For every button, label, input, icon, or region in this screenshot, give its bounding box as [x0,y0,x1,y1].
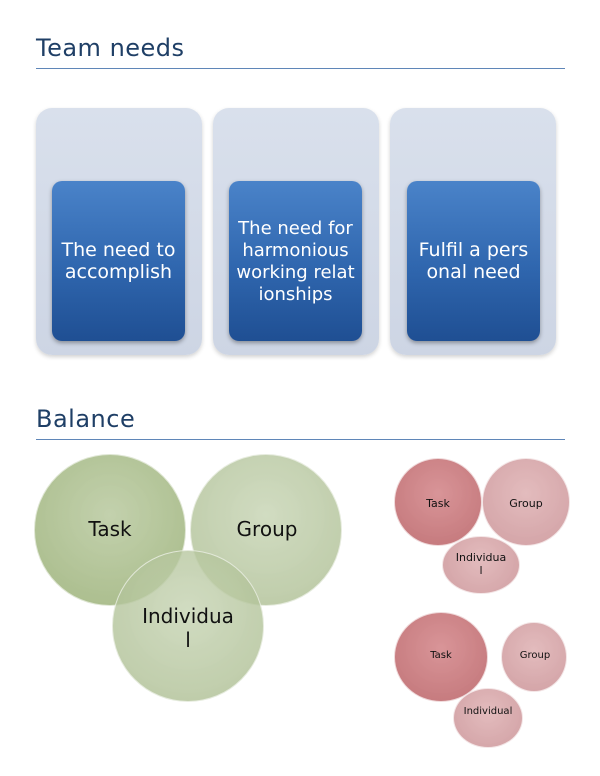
venn-small-top-group-label: Group [509,497,543,510]
venn-small-bottom-individual-circle [453,688,523,748]
venn-small-bottom-group-circle [501,622,567,692]
balance-heading: Balance [36,405,136,433]
need-label-relationships: The need for harmonious working relation… [236,218,355,305]
venn-large-individual-label: Individual [142,604,234,652]
venn-small-top-individual-label: Individual [455,551,507,577]
venn-small-top-individual-circle [442,536,520,594]
venn-large-individual-circle [112,550,264,702]
need-box-personal: Fulfil a personal need [407,181,540,341]
need-box-accomplish: The need to accomplish [52,181,185,341]
venn-large-task-label: Task [88,517,132,541]
balance-rule [36,439,565,440]
venn-small-bottom-task-circle [394,612,488,702]
team-needs-rule [36,68,565,69]
need-label-personal: Fulfil a personal need [418,239,529,283]
venn-large-group-label: Group [236,517,298,541]
need-label-accomplish: The need to accomplish [61,239,176,283]
venn-small-bottom-task-label: Task [430,650,452,661]
venn-small-top-task-circle [394,458,482,546]
venn-small-top-task-label: Task [426,497,450,510]
need-box-relationships: The need for harmonious working relation… [229,181,362,341]
venn-small-bottom-individual-label: Individual [463,706,513,717]
venn-small-top-group-circle [482,458,570,546]
team-needs-heading: Team needs [36,34,185,62]
venn-small-bottom-group-label: Group [519,650,551,661]
venn-large-group-circle [190,454,342,606]
